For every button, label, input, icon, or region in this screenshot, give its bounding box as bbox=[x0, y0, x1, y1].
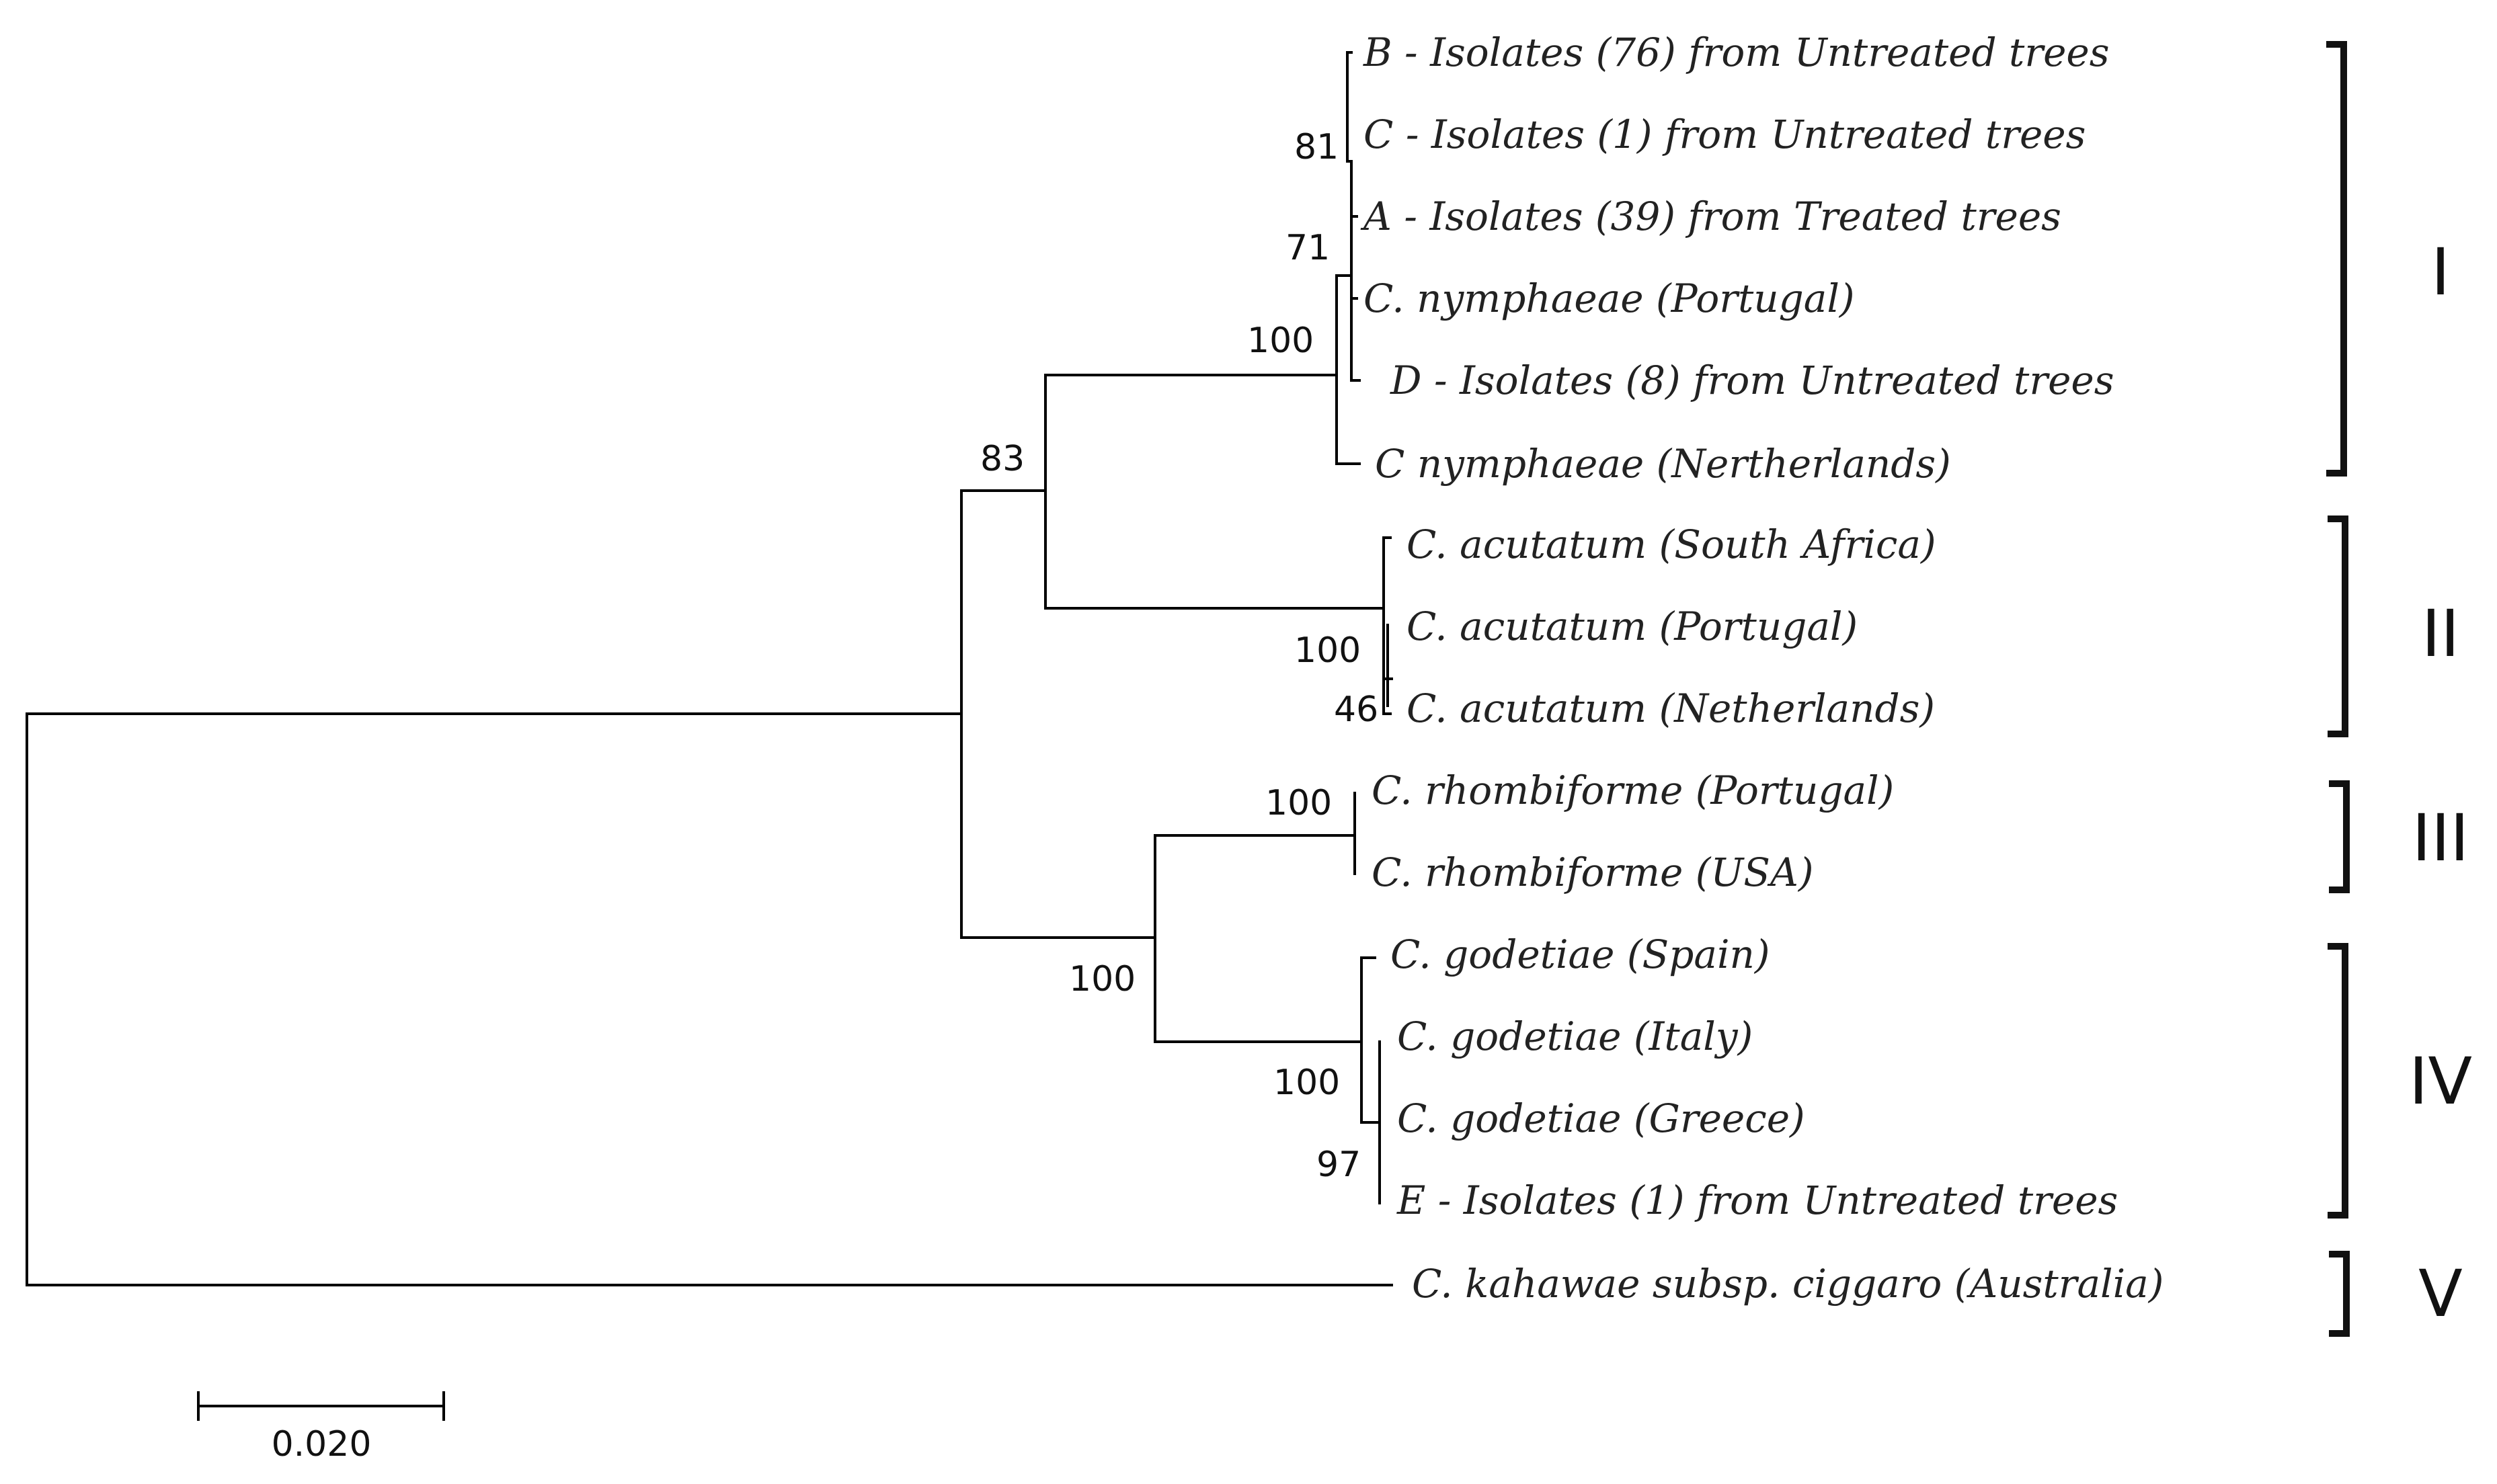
bracket-group-ii bbox=[2328, 516, 2348, 737]
support-value: 100 bbox=[1294, 630, 1361, 671]
support-value: 100 bbox=[1247, 321, 1314, 361]
bracket-group-iv bbox=[2328, 943, 2348, 1219]
taxon-c-godetiae-spain: C. godetiae (Spain) bbox=[1390, 932, 1770, 977]
branch-node-83 bbox=[960, 489, 1156, 939]
support-value: 46 bbox=[1334, 690, 1378, 730]
taxon-c-nymphaeae-netherlands: C nymphaeae (Nertherlands) bbox=[1375, 441, 1951, 487]
taxon-c-isolates: C - Isolates (1) from Untreated trees bbox=[1363, 112, 2086, 157]
taxon-c-nymphaeae-portugal: C. nymphaeae (Portugal) bbox=[1363, 276, 1855, 321]
taxon-c-acutatum-south-africa: C. acutatum (South Africa) bbox=[1406, 522, 1936, 567]
group-label-ii: II bbox=[2422, 596, 2460, 671]
support-value: 100 bbox=[1265, 783, 1332, 823]
scale-bar: 0.020 bbox=[197, 1391, 445, 1465]
scale-bar-label: 0.020 bbox=[272, 1424, 372, 1465]
support-values: 81 71 100 83 100 46 100 100 100 97 bbox=[980, 127, 1378, 1185]
tree-branches bbox=[26, 51, 1393, 1286]
branch-clade-i-basal bbox=[1335, 274, 1361, 465]
taxon-c-kahawae-ciggaro: C. kahawae subsp. ciggaro (Australia) bbox=[1412, 1261, 2164, 1307]
branch-clade-i bbox=[1044, 374, 1383, 610]
branch-clade-iv bbox=[1360, 956, 1381, 1124]
taxon-c-acutatum-netherlands: C. acutatum (Netherlands) bbox=[1406, 686, 1935, 731]
branch-clade-iii-iv bbox=[1154, 834, 1363, 1043]
branch-node-81 bbox=[1346, 51, 1353, 163]
group-label-v: V bbox=[2418, 1256, 2463, 1331]
support-value: 81 bbox=[1294, 127, 1339, 167]
bracket-group-i bbox=[2326, 41, 2347, 477]
taxon-c-godetiae-greece: C. godetiae (Greece) bbox=[1397, 1096, 1805, 1141]
taxon-c-rhombiforme-usa: C. rhombiforme (USA) bbox=[1372, 850, 1813, 895]
support-value: 100 bbox=[1069, 959, 1136, 999]
taxon-c-rhombiforme-portugal: C. rhombiforme (Portugal) bbox=[1372, 768, 1894, 813]
group-label-iv: IV bbox=[2409, 1044, 2472, 1119]
support-value: 100 bbox=[1273, 1063, 1340, 1103]
taxon-c-godetiae-italy: C. godetiae (Italy) bbox=[1397, 1014, 1753, 1059]
bracket-group-v bbox=[2329, 1251, 2350, 1337]
taxon-d-isolates: D - Isolates (8) from Untreated trees bbox=[1390, 358, 2114, 403]
bracket-group-iii bbox=[2329, 780, 2350, 893]
branch-clade-ii bbox=[1382, 536, 1392, 715]
taxon-c-acutatum-portugal: C. acutatum (Portugal) bbox=[1406, 604, 1858, 649]
support-value: 97 bbox=[1316, 1145, 1361, 1185]
branch-node-71-split bbox=[1350, 160, 1361, 382]
group-labels: I II III IV V bbox=[2409, 235, 2472, 1331]
group-brackets bbox=[2326, 41, 2350, 1337]
group-label-i: I bbox=[2431, 235, 2450, 310]
support-value: 71 bbox=[1285, 228, 1330, 268]
support-value: 83 bbox=[980, 439, 1025, 479]
branch-root bbox=[26, 712, 1393, 1286]
taxon-labels: B - Isolates (76) from Untreated trees C… bbox=[1360, 30, 2164, 1307]
group-label-iii: III bbox=[2412, 800, 2469, 876]
taxon-e-isolates: E - Isolates (1) from Untreated trees bbox=[1396, 1178, 2118, 1223]
taxon-a-isolates: A - Isolates (39) from Treated trees bbox=[1360, 194, 2061, 239]
taxon-b-isolates: B - Isolates (76) from Untreated trees bbox=[1363, 30, 2110, 75]
